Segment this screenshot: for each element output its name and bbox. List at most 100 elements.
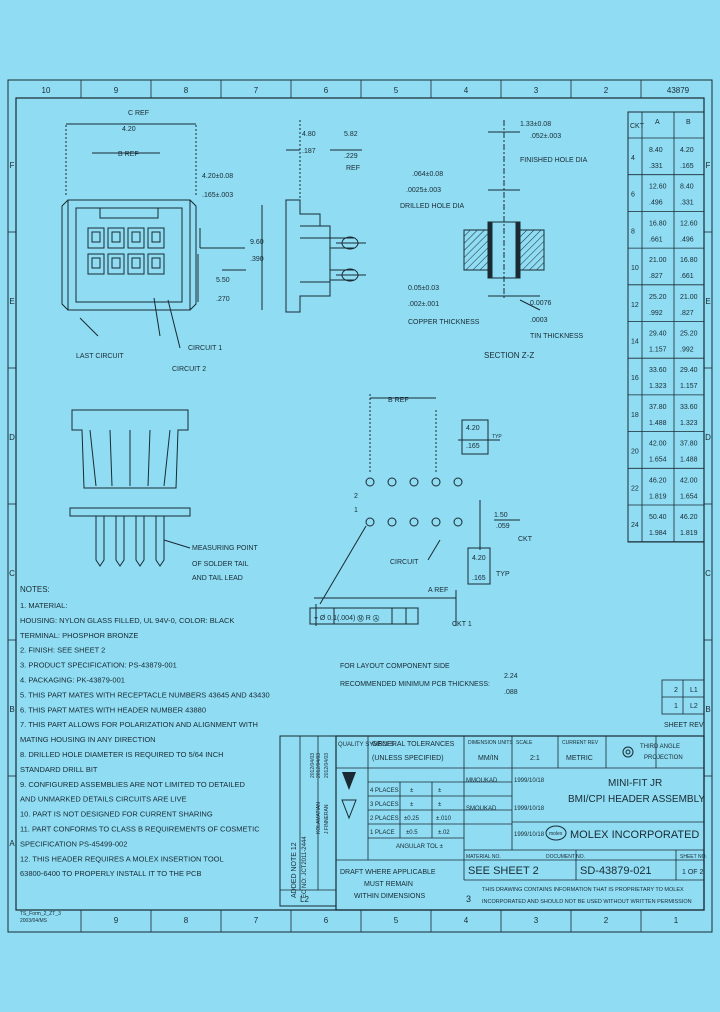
dim-label: REF	[346, 165, 360, 172]
note-line: 4. PACKAGING: PK-43879-001	[20, 676, 125, 685]
dim-label: .052±.003	[530, 133, 561, 140]
dim-label: .064±0.08	[412, 171, 443, 178]
table-cell-ckt: 4	[631, 155, 635, 162]
table-cell-ckt: 22	[631, 485, 639, 492]
tol-mm: ±	[410, 802, 414, 808]
cavity-row-top	[87, 227, 165, 249]
tol-in: ±.02	[438, 830, 450, 836]
table-cell-ckt: 12	[631, 302, 639, 309]
zone-letter: A	[9, 839, 15, 848]
checked-date: 1999/10/18	[514, 806, 545, 812]
title-block-outline	[335, 735, 705, 911]
note-line: STANDARD DRILL BIT	[20, 765, 98, 774]
rev-ec-number: EC NO: JCT2011-2444	[302, 836, 308, 898]
zone-numbers-top: 10 9 8 7 6 5 4 3 2	[42, 86, 609, 95]
tol-places: 4 PLACES	[370, 788, 399, 794]
pcb-hatch-right	[519, 229, 545, 271]
checked-by: SMOUKAD	[466, 806, 497, 812]
table-cell-b-mm: 29.40	[680, 367, 698, 374]
table-cell-b-in: 1.819	[680, 530, 698, 537]
note-measuring-point: MEASURING POINT	[192, 545, 258, 552]
draft-note: DRAFT WHERE APPLICABLE	[340, 869, 436, 876]
dim-label: .229	[344, 153, 358, 160]
drawn-date: 1999/10/18	[514, 778, 545, 784]
quality-triangle-outline-icon	[341, 799, 357, 820]
table-cell-b-mm: 21.00	[680, 294, 698, 301]
dim-label: A REF	[428, 587, 448, 594]
zone-ticks	[8, 80, 712, 932]
solder-base	[69, 507, 191, 517]
dim-label: 5.82	[344, 131, 358, 138]
drawn-by: MMOUKAD	[466, 778, 498, 784]
zone-number: 4	[464, 86, 469, 95]
elevation-housing	[71, 409, 189, 489]
tol-mm: ±0.25	[404, 816, 420, 822]
template-label: 2003/04/MS	[20, 918, 48, 924]
table-cell-a-mm: 29.40	[649, 331, 667, 338]
table-cell-a-mm: 46.20	[649, 477, 667, 484]
dim-label: .187	[302, 148, 316, 155]
pcb-layout	[309, 394, 520, 626]
dim-label: DRILLED HOLE DIA	[400, 203, 465, 210]
zone-number: 2	[604, 86, 609, 95]
table-header-b: B	[686, 119, 691, 126]
table-cell-a-in: .331	[649, 163, 663, 170]
material-value: SEE SHEET 2	[468, 865, 539, 877]
table-header-ckt: CKT	[630, 123, 645, 130]
zone-numbers-bottom: 9 8 7 6 5 4 3 2 1	[114, 916, 679, 925]
rev-date: 2012/04/03	[310, 753, 316, 778]
table-cell-b-in: 1.323	[680, 420, 698, 427]
notes-lines: 1. MATERIAL: HOUSING: NYLON GLASS FILLED…	[20, 601, 270, 878]
tol-in: ±	[438, 788, 442, 794]
zone-number: 6	[324, 916, 329, 925]
side-view-labels: 4.80 .187 5.82 .229 REF	[302, 131, 360, 172]
zone-number: 9	[114, 86, 119, 95]
dimension-units-value: MM/IN	[478, 755, 499, 762]
sheet-rev-label: SHEET REV	[664, 722, 704, 729]
section-labels: 1.33±0.08 .052±.003 FINISHED HOLE DIA .0…	[400, 121, 588, 360]
circuit-label: CIRCUIT	[390, 559, 419, 566]
dim-label: .002±.001	[408, 301, 439, 308]
table-cell-a-in: 1.984	[649, 530, 667, 537]
zone-letter: F	[10, 161, 15, 170]
draft-note: MUST REMAIN	[364, 881, 413, 888]
pitch-box-top	[461, 419, 489, 455]
dim-label: TIN THICKNESS	[530, 333, 583, 340]
board-thickness: 2.24	[504, 673, 518, 680]
dim-label: .165	[472, 575, 486, 582]
table-cell-b-mm: 12.60	[680, 220, 698, 227]
note-line: 3. PRODUCT SPECIFICATION: PS-43879-001	[20, 661, 177, 670]
table-cell-a-mm: 16.80	[649, 220, 667, 227]
approved-date: 1999/10/18	[514, 832, 545, 838]
notes-title: NOTES:	[20, 585, 50, 594]
zone-letter: D	[705, 433, 711, 442]
table-cell-ckt: 16	[631, 375, 639, 382]
note-line: 1. MATERIAL:	[20, 601, 67, 610]
dim-label: 5.50	[216, 277, 230, 284]
template-label: TS_Form_2_ZT_3	[20, 911, 61, 917]
row-label-1: 1	[354, 507, 358, 514]
sheet-label: SHEET NO.	[680, 854, 707, 860]
zone-letters-left: F E D C B A	[9, 161, 15, 848]
molex-logo-text: molex	[549, 831, 563, 837]
zone-number: 4	[464, 916, 469, 925]
scale-value: 2:1	[530, 755, 540, 762]
table-cell-b-mm: 8.40	[680, 184, 694, 191]
table-cell-a-in: .661	[649, 236, 663, 243]
row-label-2: 2	[354, 493, 358, 500]
rev-code: L2	[300, 895, 309, 904]
dim-label: .270	[216, 296, 230, 303]
table-cell-ckt: 20	[631, 449, 639, 456]
table-cell-a-mm: 8.40	[649, 147, 663, 154]
table-cell-b-in: 1.157	[680, 383, 698, 390]
dim-label: 1.50	[494, 512, 508, 519]
zone-number: 7	[254, 916, 259, 925]
zone-number: 6	[324, 86, 329, 95]
table-cell-ckt: 6	[631, 192, 635, 199]
note-line: TERMINAL: PHOSPHOR BRONZE	[20, 631, 138, 640]
projection-icon-inner	[625, 749, 631, 755]
tol-mm: ±	[410, 788, 414, 794]
quality-triangle-icon	[342, 772, 356, 790]
callout-circuit-1: CIRCUIT 1	[188, 345, 222, 352]
